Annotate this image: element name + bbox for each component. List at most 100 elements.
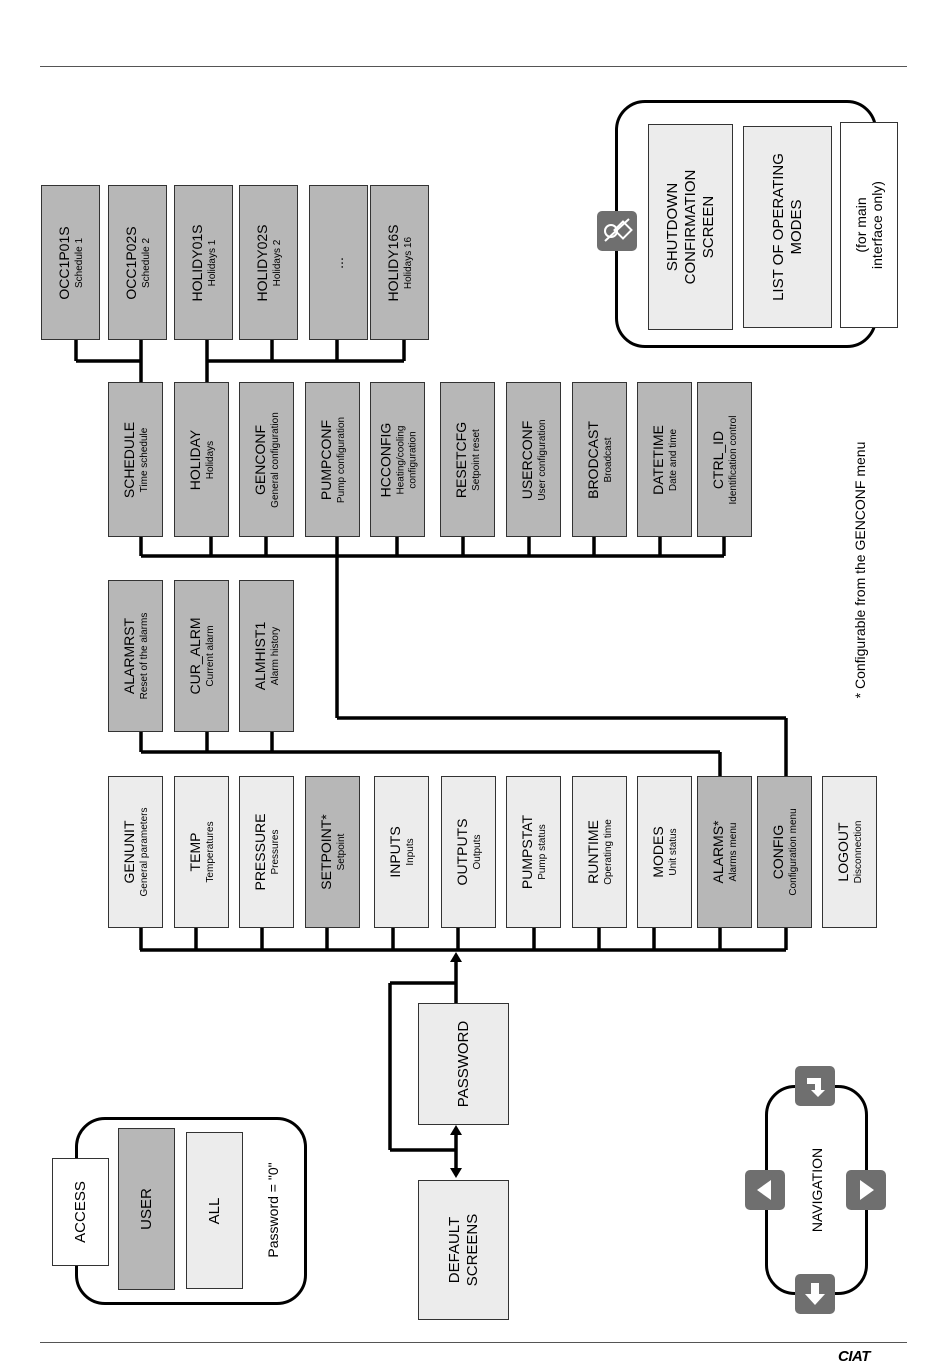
shutdown-confirmation-label: SHUTDOWN CONFIRMATION SCREEN xyxy=(663,169,717,285)
schedule-menu-item-3-name: HOLIDY02S xyxy=(253,223,270,302)
config-menu-item-8-name: DATETIME xyxy=(649,424,666,495)
main-menu-item-4-desc: Inputs xyxy=(404,838,416,866)
alarm-menu-item-1-name: CUR_ALRM xyxy=(186,617,203,695)
password-note-wrap: Password = "0" xyxy=(258,1130,288,1290)
main-menu-item-2-desc: Pressures xyxy=(269,829,281,875)
navigation-label: NAVIGATION xyxy=(808,1147,825,1233)
alarm-menu-item-2-name: ALMHIST1 xyxy=(251,621,268,691)
main-menu-item-1-desc: Temperatures xyxy=(204,821,216,883)
config-menu-item-8-desc: Date and time xyxy=(667,428,679,491)
config-menu-item-6-name: USERCONF xyxy=(518,420,535,499)
main-interface-note-box: (for main interface only) xyxy=(840,122,898,328)
footnote-wrap: * Configurable from the GENCONF menu xyxy=(848,420,872,720)
access-title: ACCESS xyxy=(71,1181,89,1243)
operating-modes-label: LIST OF OPERATING MODES xyxy=(769,153,805,301)
top-rule xyxy=(40,66,907,67)
config-menu-item-7-name: BRODCAST xyxy=(584,420,601,499)
schedule-menu-item-1-name: OCC1P02S xyxy=(122,225,139,300)
config-menu-item-6-desc: User configuration xyxy=(536,418,548,501)
left-arrow-icon[interactable] xyxy=(745,1170,785,1210)
user-level-box[interactable]: USER xyxy=(118,1128,175,1290)
right-arrow-icon[interactable] xyxy=(846,1170,886,1210)
config-menu-item-7-desc: Broadcast xyxy=(602,436,614,483)
main-menu-item-11-desc: Disconnection xyxy=(852,820,864,884)
schedule-menu-item-4-name: ... xyxy=(329,256,346,269)
config-menu-item-5-name: RESETCFG xyxy=(452,421,469,498)
config-menu-item-9-name: CTRL_ID xyxy=(709,430,726,489)
config-menu-item-1-desc: Holidays xyxy=(204,440,216,479)
footnote: * Configurable from the GENCONF menu xyxy=(851,441,868,699)
schedule-menu-item-2-desc: Holidays 1 xyxy=(206,239,218,286)
main-menu-item-10-desc: Configuration menu xyxy=(787,808,799,896)
schedule-menu-item-2-name: HOLIDY01S xyxy=(188,223,205,302)
config-menu-item-4-name: HCCONFIG xyxy=(376,422,393,497)
schedule-menu-item-0-name: OCC1P01S xyxy=(55,225,72,300)
main-menu-item-8-name: MODES xyxy=(649,826,666,878)
down-arrow-icon[interactable] xyxy=(795,1274,835,1314)
main-menu-item-7-desc: Operating time xyxy=(602,819,614,885)
config-menu-item-4-desc: Heating/cooling configuration xyxy=(395,425,418,494)
main-menu-item-3-box[interactable]: SETPOINT*Setpoint xyxy=(305,776,360,928)
shutdown-icon[interactable] xyxy=(597,211,637,251)
main-menu-item-11-name: LOGOUT xyxy=(834,822,851,882)
config-menu-item-2-name: GENCONF xyxy=(251,424,268,495)
main-menu-item-6-desc: Pump status xyxy=(536,824,548,880)
main-menu-item-7-name: RUNTIME xyxy=(584,820,601,884)
main-menu-item-5-name: OUTPUTS xyxy=(453,818,470,886)
all-level-label: ALL xyxy=(205,1197,223,1224)
main-menu-item-9-box[interactable]: ALARMS*Alarms menu xyxy=(697,776,752,928)
operating-modes-box: LIST OF OPERATING MODES xyxy=(743,126,832,328)
ciat-logo: CIAT xyxy=(838,1348,870,1365)
shutdown-confirmation-box: SHUTDOWN CONFIRMATION SCREEN xyxy=(648,124,733,330)
main-menu-item-0-name: GENUNIT xyxy=(120,820,137,884)
config-menu-item-9-desc: Identification control xyxy=(727,415,739,504)
main-menu-item-1-name: TEMP xyxy=(186,832,203,872)
enter-icon[interactable] xyxy=(795,1066,835,1106)
default-screens-box[interactable]: DEFAULT SCREENS xyxy=(418,1180,509,1320)
schedule-menu-item-4-box[interactable]: ... xyxy=(309,185,368,340)
main-menu-item-5-desc: Outputs xyxy=(471,834,483,870)
access-label-box: ACCESS xyxy=(52,1158,109,1266)
config-menu-item-0-desc: Time schedule xyxy=(138,427,150,492)
all-level-box[interactable]: ALL xyxy=(186,1132,243,1289)
schedule-menu-item-5-name: HOLIDY16S xyxy=(384,223,401,302)
password-box[interactable]: PASSWORD xyxy=(418,1003,509,1125)
config-menu-item-3-name: PUMPCONF xyxy=(317,419,334,500)
user-level-label: USER xyxy=(137,1188,155,1230)
alarm-menu-item-2-desc: Alarm history xyxy=(269,626,281,686)
alarm-menu-item-1-desc: Current alarm xyxy=(204,625,216,687)
main-menu-item-4-name: INPUTS xyxy=(386,826,403,878)
main-menu-item-3-desc: Setpoint xyxy=(335,833,347,871)
main-interface-note: (for main interface only) xyxy=(852,181,885,269)
